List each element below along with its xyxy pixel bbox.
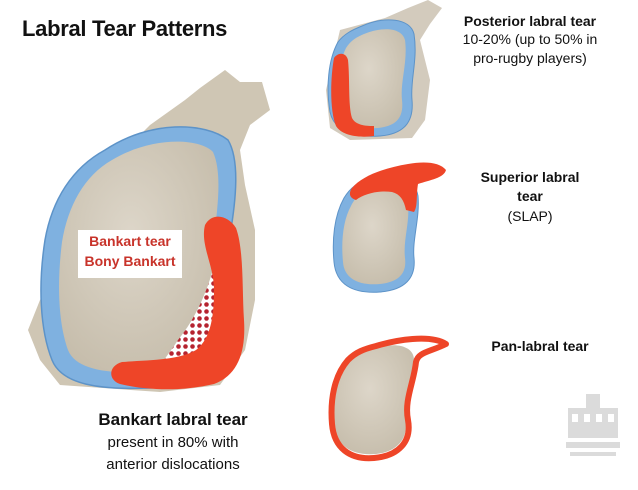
posterior-line1: 10-20% (up to 50% in	[462, 31, 598, 47]
posterior-glenoid-face	[338, 29, 406, 129]
posterior-tear	[331, 53, 374, 137]
pan-glenoid-face	[333, 345, 414, 455]
bony-bankart-label: Bony Bankart	[84, 253, 176, 269]
bankart-tear	[111, 216, 245, 390]
posterior-glenoid-illustration	[326, 0, 442, 140]
pan-tear-ring	[328, 335, 449, 462]
windsor-logo-watermark-icon	[566, 394, 620, 456]
bankart-tear-label: Bankart tear	[89, 233, 171, 249]
superior-glenoid-illustration	[332, 162, 446, 293]
bankart-title: Bankart labral tear	[98, 410, 248, 429]
bankart-line1: present in 80% with	[107, 434, 239, 451]
posterior-line2: pro-rugby players)	[473, 50, 587, 66]
superior-glenoid-face	[342, 186, 409, 285]
bankart-line2: anterior dislocations	[106, 456, 240, 473]
posterior-title: Posterior labral tear	[463, 13, 597, 29]
superior-line1: Superior labral	[480, 169, 580, 185]
page-title: Labral Tear Patterns	[22, 16, 228, 41]
superior-line3: (SLAP)	[507, 208, 553, 224]
pan-title: Pan-labral tear	[491, 338, 589, 354]
superior-tear	[349, 162, 446, 212]
superior-line2: tear	[517, 188, 543, 204]
bankart-label-box	[78, 230, 182, 278]
pan-glenoid-illustration	[328, 335, 449, 462]
